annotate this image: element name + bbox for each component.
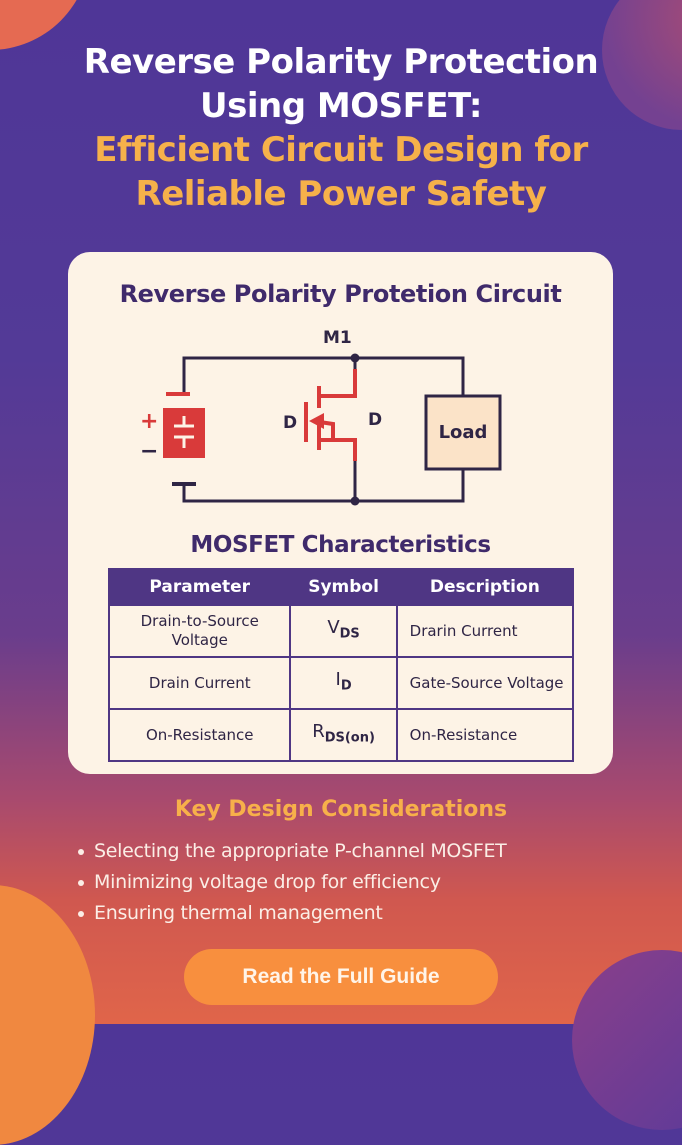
circuit-diagram: + − D D Load — [140, 353, 502, 506]
mosfet-label: M1 — [323, 328, 352, 348]
column-header-parameter: Parameter — [107, 568, 292, 606]
list-item: Ensuring thermal management — [78, 898, 506, 929]
list-item: Minimizing voltage drop for efficiency — [78, 867, 506, 898]
cell-description: On-Resistance — [395, 708, 575, 762]
cell-description: Gate-Source Voltage — [395, 656, 575, 710]
cell-parameter: On-Resistance — [107, 708, 292, 762]
considerations-title: Key Design Considerations — [174, 797, 508, 822]
mosfet-icon — [304, 369, 357, 461]
subtitle-line-2: Reliable Power Safety — [135, 174, 547, 214]
characteristics-title: MOSFET Characteristics — [190, 532, 491, 558]
cell-description: Drarin Current — [395, 604, 575, 658]
column-header-symbol: Symbol — [289, 568, 398, 606]
circuit-title: Reverse Polarity Protetion Circuit — [119, 280, 562, 308]
bullet-icon — [78, 848, 84, 855]
table-row: Drain Current ID Gate-Source Voltage — [107, 656, 575, 710]
table-row: Drain-to-Source Voltage VDS Drarin Curre… — [107, 604, 575, 658]
considerations-list: Selecting the appropriate P-channel MOSF… — [78, 836, 507, 929]
subtitle-line-1: Efficient Circuit Design for — [94, 130, 588, 170]
svg-text:+: + — [140, 409, 158, 434]
wires — [182, 356, 465, 503]
battery-icon — [163, 392, 205, 486]
read-full-guide-button[interactable]: Read the Full Guide — [184, 949, 498, 1005]
title-line-2: Using MOSFET: — [200, 86, 483, 126]
cell-symbol: ID — [289, 656, 398, 710]
page-title: Reverse Polarity Protection Using MOSFET… — [0, 40, 682, 216]
cell-parameter: Drain Current — [107, 656, 292, 710]
svg-text:D: D — [283, 413, 297, 433]
load-box — [424, 394, 502, 471]
decorative-circle-bottom-right — [572, 950, 682, 1130]
bullet-icon — [78, 910, 84, 917]
svg-text:D: D — [368, 410, 382, 430]
svg-text:−: − — [140, 439, 158, 464]
circuit-card: Reverse Polarity Protetion Circuit M1 + … — [68, 252, 613, 774]
cell-symbol: VDS — [289, 604, 398, 658]
table-header-row: Parameter Symbol Description — [107, 568, 575, 606]
cell-symbol: RDS(on) — [289, 708, 398, 762]
cell-parameter: Drain-to-Source Voltage — [107, 604, 292, 658]
title-line-1: Reverse Polarity Protection — [83, 42, 599, 82]
list-item: Selecting the appropriate P-channel MOSF… — [78, 836, 507, 867]
table-row: On-Resistance RDS(on) On-Resistance — [107, 708, 575, 762]
characteristics-table: Parameter Symbol Description Drain-to-So… — [107, 568, 575, 762]
column-header-description: Description — [395, 568, 575, 606]
bullet-icon — [78, 879, 84, 886]
svg-text:Load: Load — [439, 422, 488, 443]
